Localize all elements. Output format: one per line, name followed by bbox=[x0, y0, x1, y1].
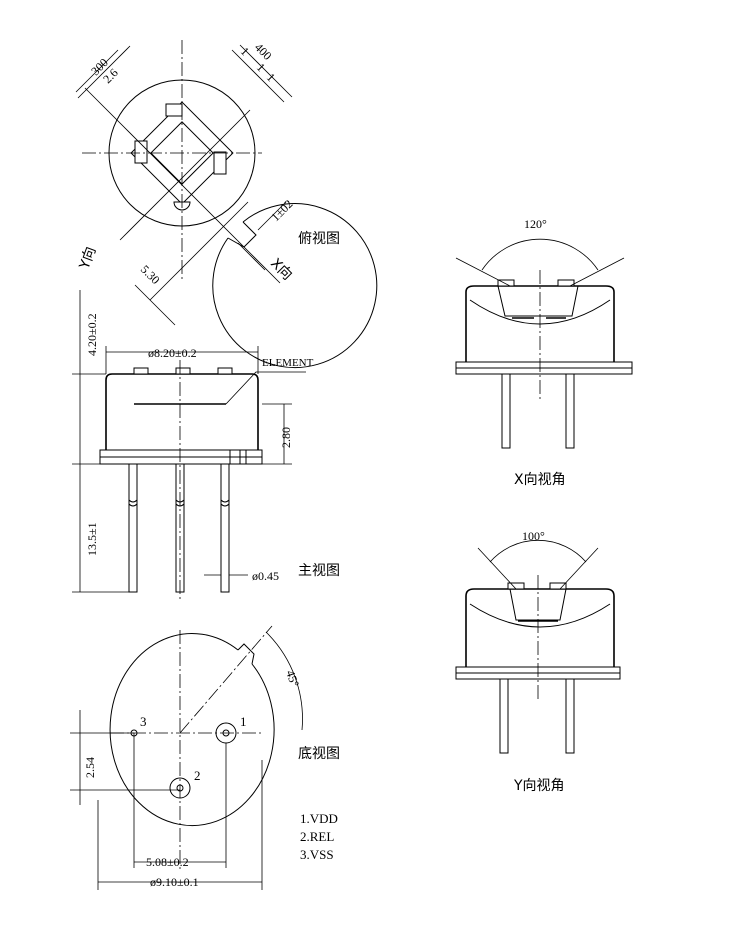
top-view-diagonal-b bbox=[119, 109, 251, 241]
top-view-dim-530: 5.30 bbox=[138, 262, 163, 287]
y-view-caption: Y向视角 bbox=[513, 778, 565, 794]
x-view-pad-r bbox=[557, 279, 575, 287]
front-view-lead-1 bbox=[128, 463, 138, 593]
x-view-ray-r bbox=[569, 257, 625, 287]
bottom-view-dim-pitch-v: 2.54 bbox=[83, 757, 97, 778]
top-view-pad-top bbox=[165, 103, 183, 117]
bottom-view-angle-arc bbox=[265, 631, 303, 731]
pin-legend-1: 1.VDD bbox=[300, 811, 338, 826]
top-view-ext-tol bbox=[257, 201, 287, 231]
top-view-tab bbox=[227, 221, 257, 248]
front-view-lead-3 bbox=[220, 463, 230, 593]
bottom-view-tab bbox=[237, 643, 255, 665]
bottom-view-pin-1 bbox=[222, 729, 230, 737]
bottom-view-dim-outer: ø9.10±0.1 bbox=[150, 875, 199, 889]
front-view-dim-lead-length: 13.5±1 bbox=[85, 522, 99, 556]
top-view-window-outer bbox=[130, 101, 234, 205]
top-view-dim-530-line bbox=[149, 201, 249, 301]
bottom-view-diagonal bbox=[179, 625, 273, 734]
top-view-ext-530a bbox=[134, 284, 176, 326]
bottom-view-pin-2-ring bbox=[169, 777, 191, 799]
bottom-view-pin-2-label: 2 bbox=[194, 768, 201, 783]
bottom-view-pin-3-label: 3 bbox=[140, 714, 147, 729]
bottom-view-dim-angle: 45° bbox=[283, 668, 302, 689]
pin-legend-3: 3.VSS bbox=[300, 847, 334, 862]
front-view-caption: 主视图 bbox=[298, 563, 340, 579]
front-view-pad-a bbox=[133, 367, 149, 375]
top-view-ext-300b bbox=[77, 45, 131, 99]
y-view-arc bbox=[469, 603, 611, 628]
top-view-axis-y: Y向 bbox=[76, 245, 99, 273]
y-view-ray-l bbox=[477, 547, 517, 590]
x-view-ray-l bbox=[455, 257, 511, 287]
x-view-angle-arc bbox=[481, 238, 599, 271]
y-view-lead-l bbox=[499, 678, 509, 754]
y-view-pad-l bbox=[507, 582, 525, 590]
bottom-view: 1 2 3 45° 2.54 5.08±0.2 ø9.10±0.1 底视图 1.… bbox=[70, 625, 340, 890]
x-view-window bbox=[497, 285, 579, 317]
top-view-dim-1b: 1 bbox=[254, 60, 268, 74]
front-view-element-leader bbox=[225, 371, 306, 405]
front-view-dim-diameter: ø8.20±0.2 bbox=[148, 346, 197, 360]
front-view-element-label: ELEMENT bbox=[262, 357, 314, 369]
bottom-view-pin-2 bbox=[176, 784, 184, 792]
front-view-lead-1-break bbox=[128, 499, 138, 507]
bottom-view-pin-1-label: 1 bbox=[240, 714, 247, 729]
bottom-view-outline bbox=[109, 633, 275, 826]
top-view-axis-x: X向 bbox=[267, 256, 295, 284]
x-view-lead-r bbox=[565, 373, 575, 449]
x-view-lead-l bbox=[501, 373, 511, 449]
bottom-view-caption: 底视图 bbox=[298, 746, 340, 762]
front-view-dim-lead-dia: ø0.45 bbox=[252, 569, 279, 583]
top-view-window-inner bbox=[150, 121, 214, 185]
bottom-view-dim-pitch-h: 5.08±0.2 bbox=[146, 855, 189, 869]
top-view-ext-400b bbox=[231, 49, 285, 103]
front-view-lead-3-break bbox=[220, 499, 230, 507]
front-view-pad-c bbox=[217, 367, 233, 375]
front-view: 4.20±0.2 13.5±1 ø8.20±0.2 ELEMENT 2.80 ø… bbox=[72, 290, 340, 600]
y-view-ray-r bbox=[559, 547, 599, 590]
pin-legend-2: 2.REL bbox=[300, 829, 334, 844]
top-view: 300 2.6 400 1 1 1 1±02 5.30 Y向 X向 俯视图 bbox=[75, 40, 378, 369]
front-view-pad-b bbox=[175, 367, 191, 375]
y-view: 100° Y向视角 bbox=[455, 529, 621, 794]
top-view-ext-400a bbox=[239, 44, 293, 98]
top-view-diagonal-a bbox=[84, 87, 281, 284]
top-view-ext-530b bbox=[237, 242, 266, 271]
y-view-pad-r bbox=[549, 582, 567, 590]
front-view-cap bbox=[105, 373, 259, 450]
front-view-dim-height: 4.20±0.2 bbox=[85, 313, 99, 356]
y-view-angle-arc bbox=[489, 540, 587, 563]
top-view-pad-right bbox=[213, 151, 227, 175]
front-view-dim-body: 2.80 bbox=[279, 427, 293, 448]
top-view-caption: 俯视图 bbox=[298, 231, 340, 247]
top-view-outer-ring bbox=[212, 203, 378, 369]
y-view-lead-r bbox=[565, 678, 575, 754]
x-view-pad-l bbox=[497, 279, 515, 287]
top-view-dim-1tol: 1±02 bbox=[268, 197, 295, 224]
x-view-caption: X向视角 bbox=[514, 472, 566, 488]
top-view-ext-300a bbox=[75, 49, 119, 93]
top-view-dim-1c: 1 bbox=[264, 70, 278, 84]
x-view-angle: 120° bbox=[524, 217, 547, 231]
x-view-cap bbox=[465, 285, 615, 362]
top-view-dim-1a: 1 bbox=[238, 44, 252, 58]
x-view: 120° X向视角 bbox=[455, 217, 633, 488]
y-view-angle: 100° bbox=[522, 529, 545, 543]
y-view-cap bbox=[465, 588, 615, 667]
